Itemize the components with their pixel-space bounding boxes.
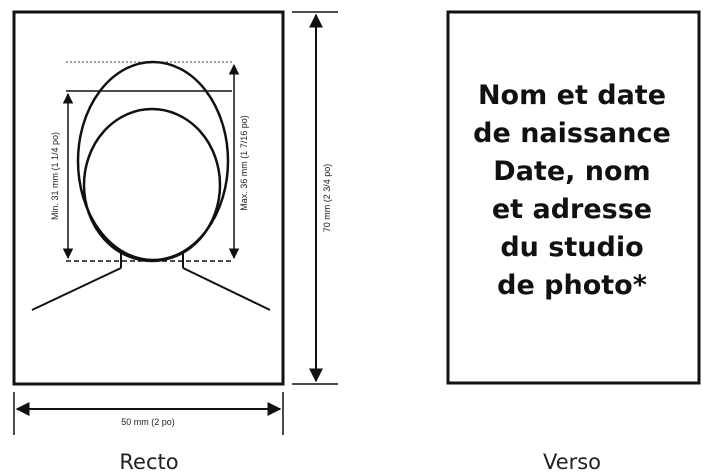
width-dimension: 50 mm (2 po) xyxy=(13,392,284,435)
shoulder-right xyxy=(182,267,271,311)
height-dimension: 70 mm (2 3/4 po) xyxy=(292,11,338,385)
max-dimension-label: Max. 36 mm (1 7/16 po) xyxy=(239,115,249,211)
verso-line-3: Date, nom xyxy=(493,156,650,187)
verso-line-4: et adresse xyxy=(492,194,652,225)
shoulder-left xyxy=(31,267,122,311)
width-dimension-label: 50 mm (2 po) xyxy=(121,417,175,427)
recto-panel: Min. 31 mm (1 1/4 po) Max. 36 mm (1 7/16… xyxy=(12,10,285,386)
verso-panel: Nom et date de naissance Date, nom et ad… xyxy=(446,10,701,385)
recto-caption: Recto xyxy=(119,450,178,474)
min-dimension-label: Min. 31 mm (1 1/4 po) xyxy=(50,132,60,220)
verso-line-5: du studio xyxy=(500,232,643,263)
verso-line-1: Nom et date xyxy=(478,80,666,111)
verso-line-2: de naissance xyxy=(473,118,671,149)
verso-frame xyxy=(446,10,701,385)
verso-caption: Verso xyxy=(543,450,601,474)
height-dimension-label: 70 mm (2 3/4 po) xyxy=(322,164,332,233)
verso-line-6: de photo* xyxy=(497,270,647,301)
head-outline-min xyxy=(82,107,222,263)
